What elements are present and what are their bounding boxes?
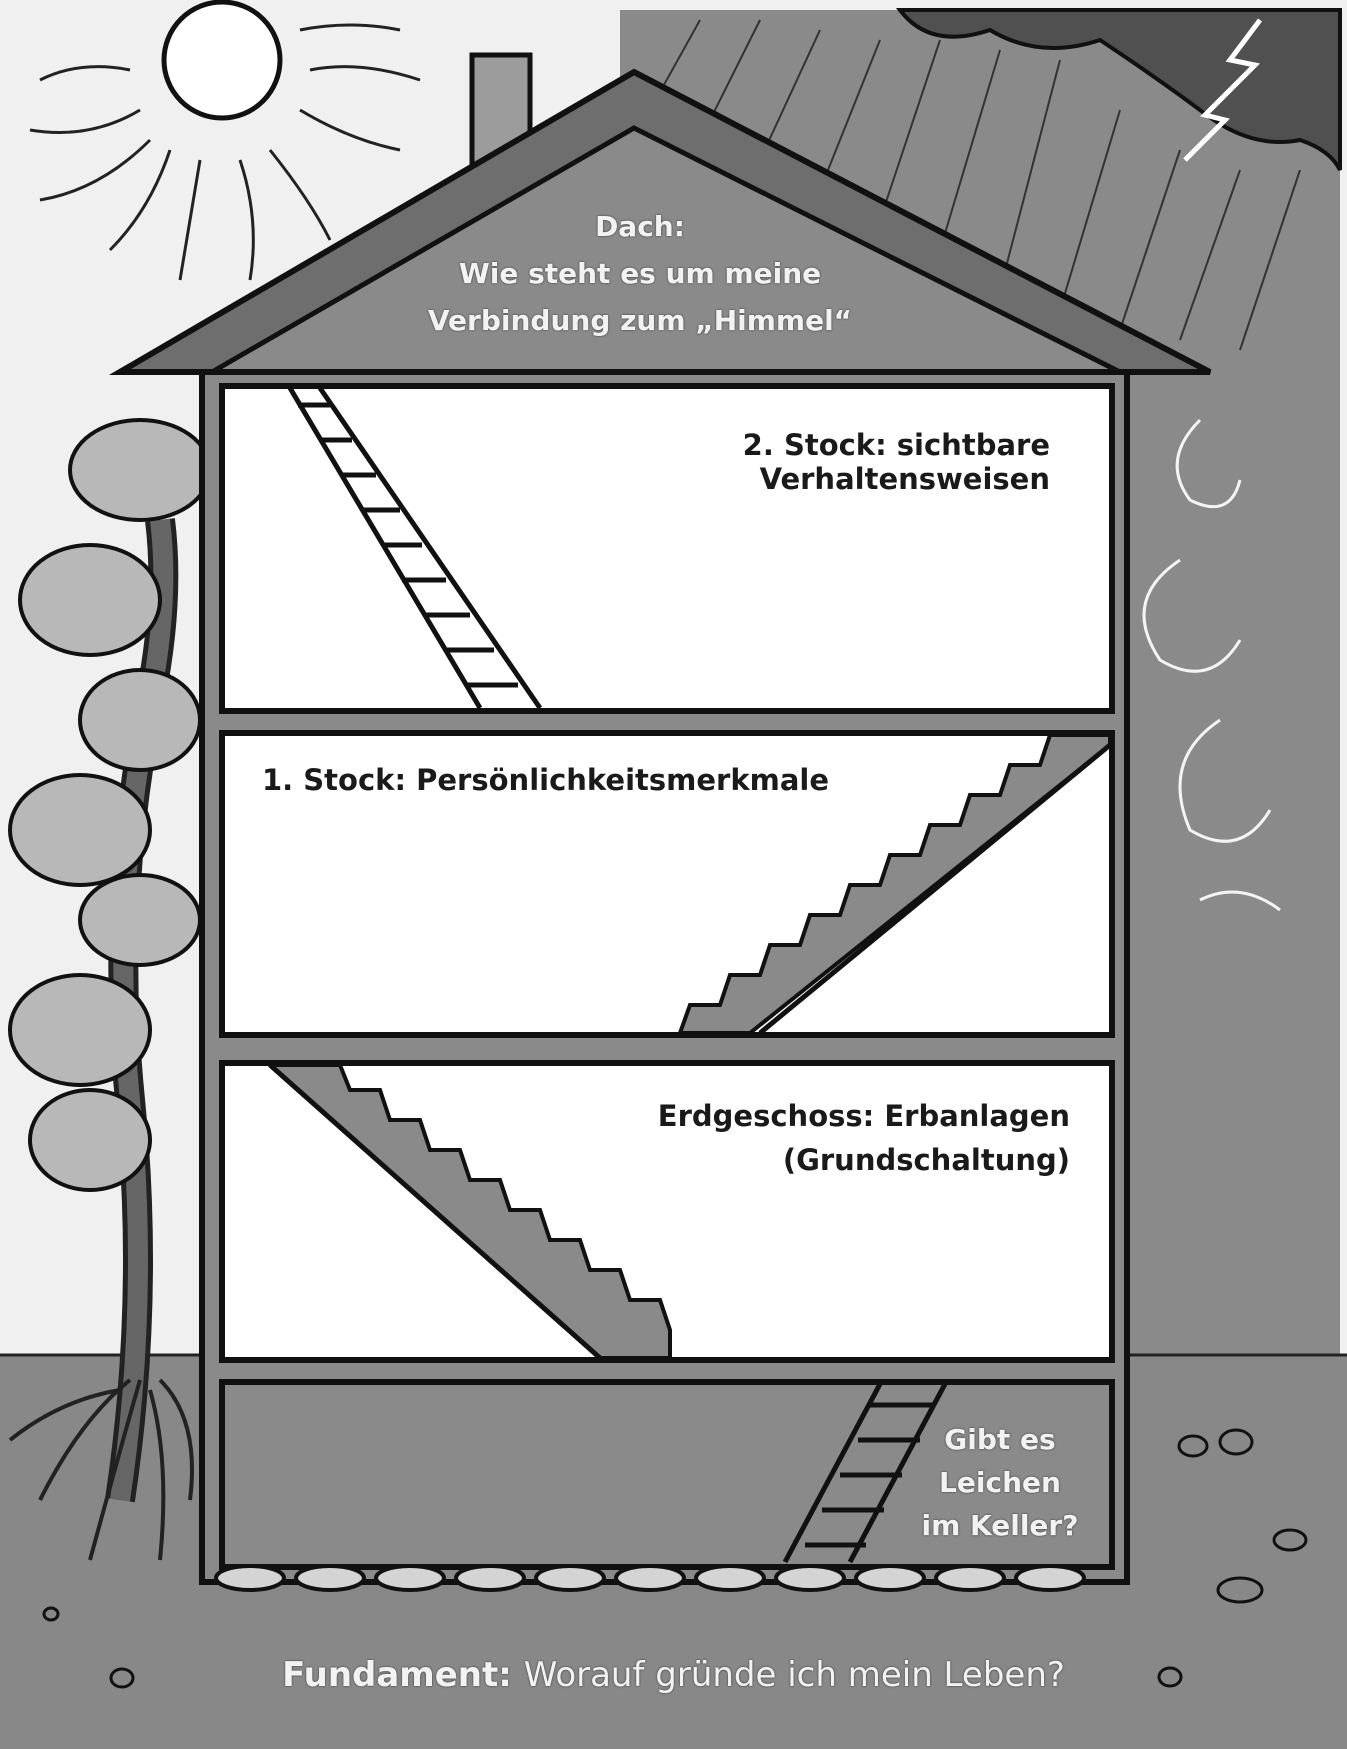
roof-label: Dach: Wie steht es um meine Verbindung z…	[420, 203, 860, 344]
lightning-icon	[1183, 18, 1262, 162]
cellar-label: Gibt es Leichen im Keller?	[900, 1418, 1100, 1547]
soil-stones	[42, 1428, 1308, 1689]
foundation-label: Fundament: Worauf gründe ich mein Leben?	[0, 1655, 1347, 1695]
roof-title: Dach:	[595, 210, 685, 243]
rain	[649, 19, 1301, 351]
floor1-label: 1. Stock: Persönlichkeitsmerkmale	[262, 763, 830, 797]
foundation-stones	[214, 1564, 1086, 1592]
ground-floor-line-1: Erdgeschoss: Erbanlagen	[657, 1099, 1070, 1133]
stair-rail-floor1	[758, 743, 1112, 1035]
ground-floor-line-2: (Grundschaltung)	[782, 1143, 1070, 1177]
ladder-floor2	[287, 386, 543, 710]
floor2-label: 2. Stock: sichtbare Verhaltensweisen	[742, 428, 1050, 496]
stair-rail-ground	[268, 1063, 602, 1360]
floor1-room	[219, 730, 1115, 1038]
ladder-cellar	[782, 1382, 948, 1564]
cellar-line-2: Leichen	[939, 1466, 1061, 1499]
cellar-line-1: Gibt es	[944, 1423, 1056, 1456]
cellar-room	[219, 1379, 1115, 1570]
tree-icon	[8, 418, 212, 1561]
floor2-room	[219, 383, 1115, 714]
foundation-question: Worauf gründe ich mein Leben?	[523, 1655, 1065, 1695]
foundation-title: Fundament:	[282, 1655, 512, 1695]
storm-cloud	[895, 8, 1342, 171]
roof-line-1: Wie steht es um meine	[458, 257, 822, 290]
cellar-line-3: im Keller?	[921, 1509, 1079, 1542]
stairs-floor1	[677, 733, 1112, 1035]
ground-floor-label: Erdgeschoss: Erbanlagen (Grundschaltung)	[640, 1094, 1070, 1182]
stairs-ground	[264, 1063, 672, 1360]
roof-line-2: Verbindung zum „Himmel“	[427, 304, 853, 337]
wind-swirls	[1142, 418, 1281, 912]
sun-icon	[161, 0, 283, 121]
sun-rays	[29, 23, 421, 281]
